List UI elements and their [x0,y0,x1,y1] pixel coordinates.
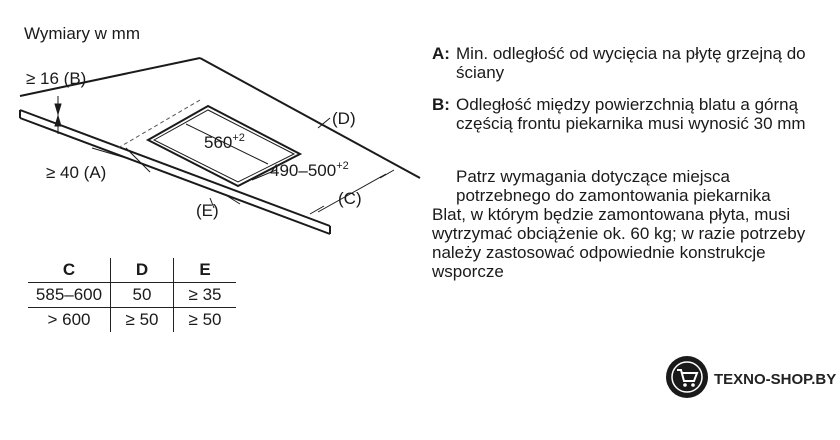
table-header-e: E [173,258,236,283]
table-cell: ≥ 35 [173,282,236,308]
table-cell: ≥ 50 [110,307,174,332]
countertop-outline [19,57,421,235]
table-header-c: C [28,258,111,283]
dimension-table: C D E 585–600 50 ≥ 35 > 600 ≥ 50 ≥ 50 [28,258,236,332]
label-cutout-depth: 490–500+2 [270,160,349,180]
note-requirements: Patrz wymagania dotyczące miejsca potrze… [456,167,771,205]
wall-edge-dashed [117,99,201,149]
label-d: (D) [332,109,356,128]
note-b: B: Odległość między powierzchnią blatu a… [432,95,828,133]
note-b-key: B: [432,95,450,114]
shop-logo-text: TEXNO-SHOP.BY [714,371,837,388]
table-cell: 50 [110,282,174,308]
note-a-text: Min. odległość od wycięcia na płytę grze… [456,44,806,82]
table-row: > 600 ≥ 50 ≥ 50 [28,307,236,332]
label-cutout-width: 560+2 [204,132,245,152]
label-c: (C) [338,189,362,208]
label-b: ≥ 16 (B) [26,69,86,88]
dimensions-title: Wymiary w mm [24,24,140,43]
dimension-lines [54,96,395,215]
cart-icon [666,356,708,398]
table-row: 585–600 50 ≥ 35 [28,282,236,308]
note-a: A: Min. odległość od wycięcia na płytę g… [432,44,828,82]
cutout-diagram: ≥ 16 (B) ≥ 40 (A) 560+2 490–500+2 (D) (C… [19,57,421,235]
table-cell: ≥ 50 [173,307,236,332]
table-cell: > 600 [47,310,91,329]
label-a: ≥ 40 (A) [46,163,106,182]
shop-logo: TEXNO-SHOP.BY [664,354,837,410]
note-a-key: A: [432,44,450,63]
label-e: (E) [196,201,219,220]
cutout-rectangle [145,104,303,188]
note-b-text: Odległość między powierzchnią blatu a gó… [456,95,806,133]
notes-panel: A: Min. odległość od wycięcia na płytę g… [432,44,828,281]
note-countertop: Blat, w którym będzie zamontowana płyta,… [432,205,806,281]
table-header-d: D [110,258,174,283]
table-cell: 585–600 [28,282,111,308]
